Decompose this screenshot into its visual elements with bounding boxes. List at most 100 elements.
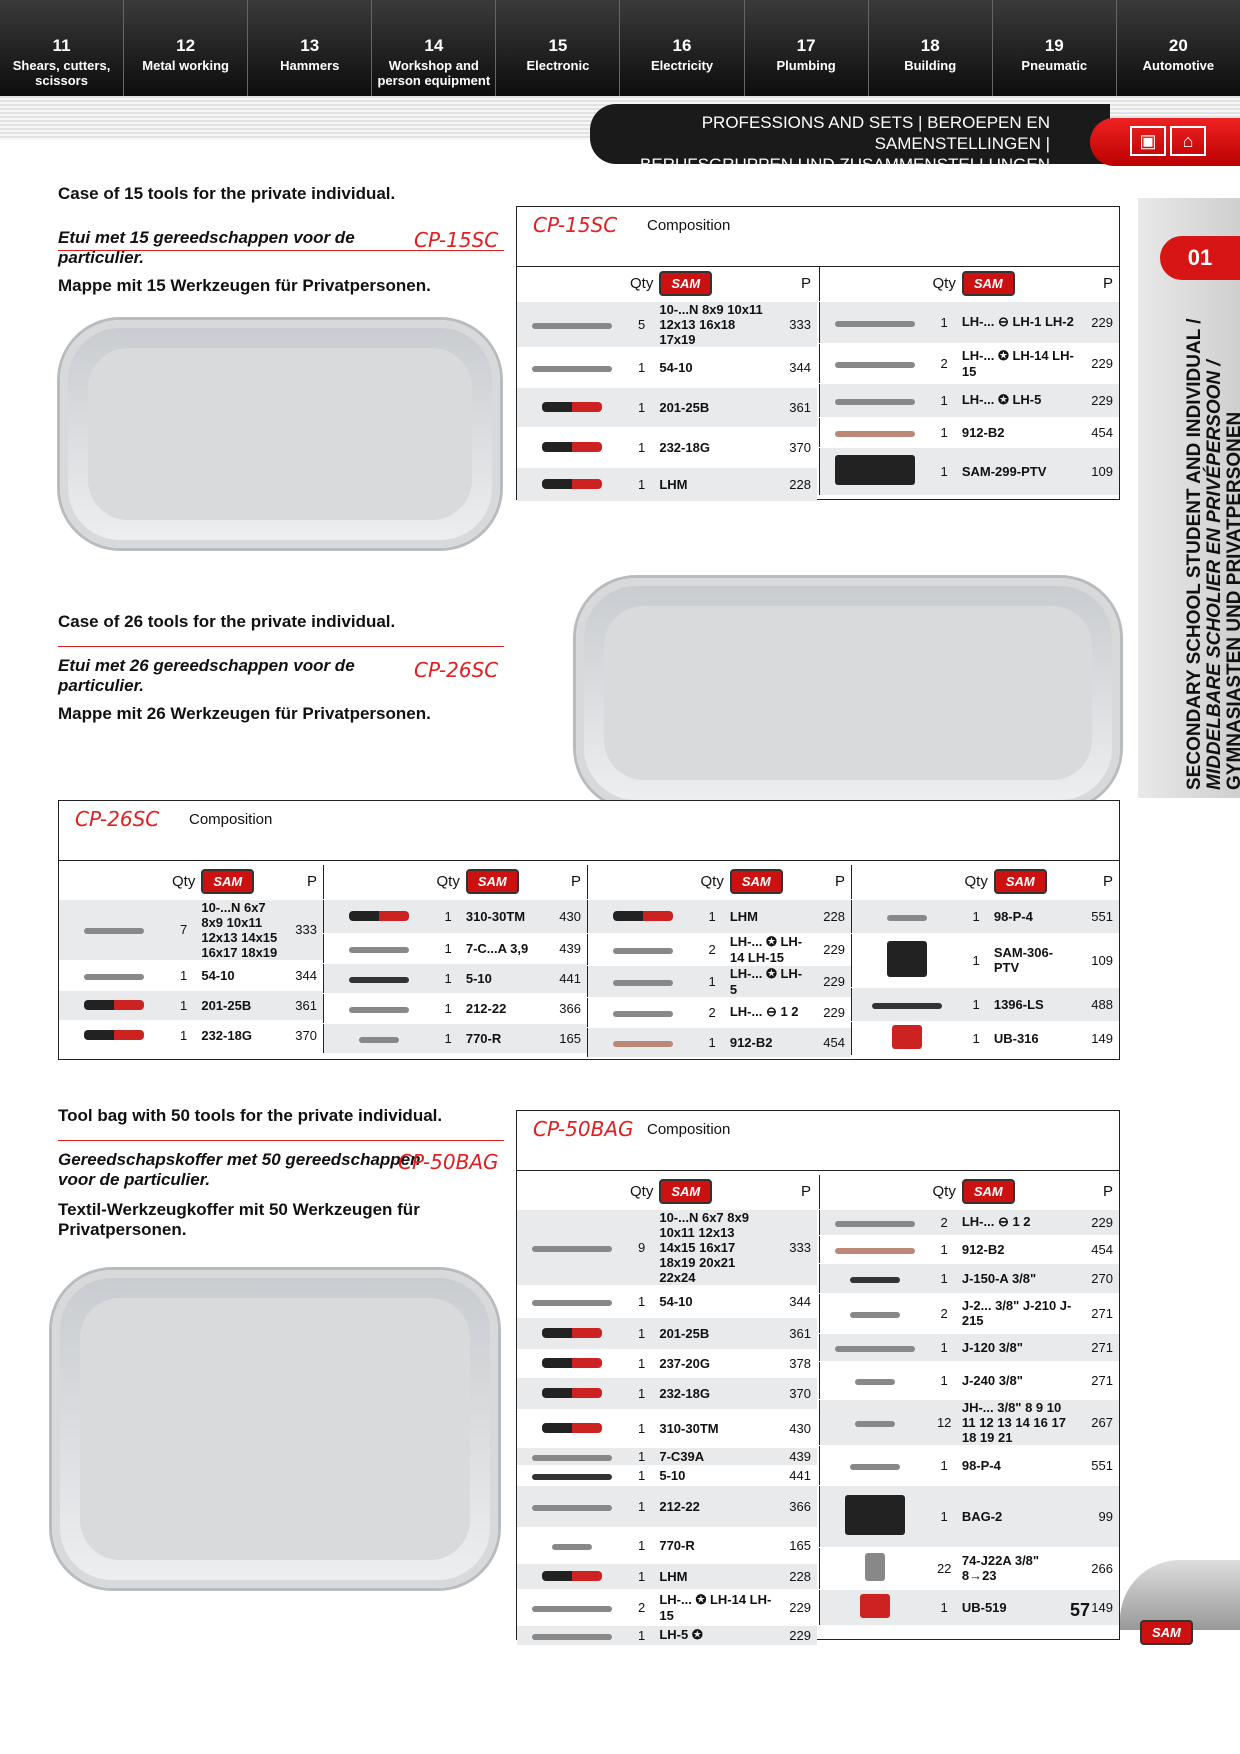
banner-line-2: BERUFSGRUPPEN UND ZUSAMMENSTELLUNGEN (640, 155, 1050, 174)
reference: LHM (726, 899, 811, 934)
qty-header: Qty (929, 267, 959, 302)
qty: 9 (627, 1209, 657, 1286)
sam-logo: SAM (465, 869, 519, 895)
sidebar-tab (1138, 198, 1240, 798)
page: 333 (777, 301, 817, 348)
nav-num: 13 (300, 36, 320, 55)
page: 229 (811, 965, 851, 998)
page-number: 57 (1070, 1600, 1091, 1620)
reference: UB-316 (990, 1021, 1079, 1056)
nav-label: Building (904, 58, 957, 73)
qty: 1 (929, 1333, 959, 1362)
qty: 1 (627, 1377, 657, 1410)
qty: 2 (929, 1209, 959, 1236)
qty: 1 (627, 1349, 657, 1378)
sam-logo: SAM (961, 1179, 1015, 1205)
page: 430 (547, 899, 587, 934)
nav-label: Hammers (280, 58, 340, 73)
qty: 1 (929, 1263, 959, 1294)
page: 229 (1079, 383, 1119, 418)
page: 361 (283, 990, 323, 1021)
qty-header: Qty (169, 865, 199, 900)
nav-num: 14 (424, 36, 444, 55)
page: 366 (777, 1485, 817, 1528)
reference: LH-... ⊖ 1 2 (958, 1209, 1079, 1236)
reference: 770-R (462, 1023, 547, 1054)
home-icon[interactable]: ⌂ (1170, 126, 1206, 156)
qty-header: Qty (627, 1175, 657, 1210)
page: 370 (777, 1377, 817, 1410)
reference: 310-30TM (462, 899, 547, 934)
qty: 1 (627, 1465, 657, 1486)
sam-logo: SAM (659, 271, 713, 297)
page: 551 (1079, 1445, 1119, 1486)
nav-num: 15 (548, 36, 568, 55)
qty: 22 (929, 1547, 959, 1590)
reference: UB-519 (958, 1589, 1079, 1626)
icon-tab: ▣ ⌂ (1090, 118, 1240, 166)
qty: 1 (169, 1020, 199, 1051)
qty: 1 (433, 993, 463, 1024)
reference: 10-...N 6x7 8x9 10x11 12x13 14x15 16x17 … (198, 899, 283, 961)
reference: J-240 3/8" (958, 1361, 1079, 1400)
price-header: P (547, 865, 587, 900)
page: 229 (1079, 301, 1119, 344)
reference: LH-... ✪ LH-5 (726, 965, 811, 998)
nav-label: Shears, cutters, scissors (12, 58, 111, 88)
reference: 212-22 (462, 993, 547, 1024)
qty: 1 (929, 1445, 959, 1486)
qty: 1 (627, 1285, 657, 1318)
nav-label: Metal working (142, 58, 229, 73)
qty: 12 (929, 1399, 959, 1446)
product-photo (60, 320, 500, 548)
toolbox-icon[interactable]: ▣ (1130, 126, 1166, 156)
qty: 1 (433, 963, 463, 994)
page: 430 (777, 1409, 817, 1448)
table-code: CP-50BAG (533, 1117, 634, 1141)
price-header: P (777, 1175, 817, 1210)
reference: 912-B2 (958, 417, 1079, 448)
qty: 1 (961, 987, 991, 1022)
page: 165 (777, 1527, 817, 1564)
reference: LH-5 ✪ (656, 1625, 777, 1646)
page: 109 (1079, 933, 1119, 988)
reference: J-120 3/8" (958, 1333, 1079, 1362)
qty: 1 (697, 965, 727, 998)
qty: 2 (929, 343, 959, 384)
divider (58, 250, 504, 251)
section-banner: PROFESSIONS AND SETS | BEROEPEN EN SAMEN… (590, 104, 1110, 174)
reference: LH-... ✪ LH-14 LH-15 (656, 1589, 777, 1626)
set-title-en: Case of 15 tools for the private individ… (58, 184, 396, 203)
page: 229 (777, 1625, 817, 1646)
reference: 10-...N 6x7 8x9 10x11 12x13 14x15 16x17 … (656, 1209, 777, 1286)
page: 165 (547, 1023, 587, 1054)
page: 370 (777, 427, 817, 468)
side-line-en: SECONDARY SCHOOL STUDENT AND INDIVIDUAL … (1184, 318, 1205, 790)
qty-header: Qty (961, 865, 991, 900)
qty: 1 (929, 1485, 959, 1548)
page: 454 (1079, 417, 1119, 448)
nav-num: 12 (176, 36, 196, 55)
reference: 310-30TM (656, 1409, 777, 1448)
divider (58, 646, 504, 647)
price-header: P (777, 267, 817, 302)
reference: 232-18G (198, 1020, 283, 1051)
set-title-de: Textil-Werkzeugkoffer mit 50 Werkzeugen … (58, 1200, 420, 1239)
side-line-nl: MIDDELBARE SCHOLIER EN PRIVÉPERSOON / (1204, 360, 1225, 790)
set-title-nl: Gereedschapskoffer met 50 gereedschappen… (58, 1150, 421, 1189)
nav-label: Automotive (1142, 58, 1215, 73)
reference: 98-P-4 (990, 899, 1079, 934)
